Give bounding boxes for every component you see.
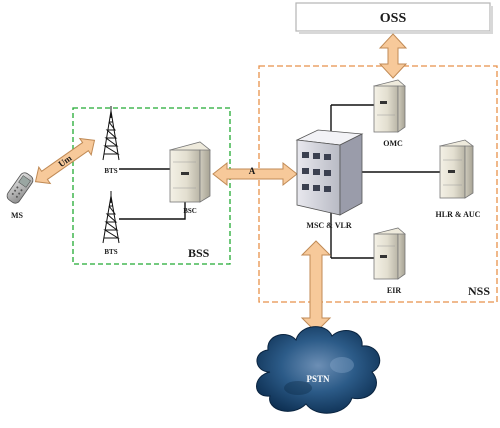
bts-tower-top-icon [102,106,120,161]
nss-label: NSS [468,284,490,298]
omc-server-icon [373,79,406,133]
oss-box: OSS [295,2,493,34]
a-interface-label: A [249,166,256,176]
ms-phone-icon [6,172,34,204]
bss-label: BSS [188,246,210,260]
bts-top-label: BTS [104,167,117,175]
nss-group-border [258,65,498,303]
eir-server-icon [373,227,406,280]
oss-label: OSS [380,11,407,26]
oss-msc-arrow [378,33,408,79]
a-interface-arrow: A [212,161,298,187]
bsc-label: BSC [183,207,197,215]
hlr-auc-server-icon [439,139,474,199]
msc-vlr-building-icon [295,129,364,216]
um-interface-arrow: Um [34,137,96,185]
ms-label: MS [11,211,24,220]
eir-label: EIR [387,286,401,295]
bss-group-border [72,107,231,265]
bts-tower-bottom-icon [102,191,120,244]
bts-bottom-label: BTS [104,248,117,256]
msc-pstn-arrow [300,240,332,333]
msc-vlr-label: MSC & VLR [306,221,351,230]
pstn-label: PSTN [306,374,330,384]
omc-label: OMC [383,139,403,148]
hlr-auc-label: HLR & AUC [436,210,481,219]
pstn-cloud-icon [256,326,381,414]
bsc-server-icon [169,141,211,203]
